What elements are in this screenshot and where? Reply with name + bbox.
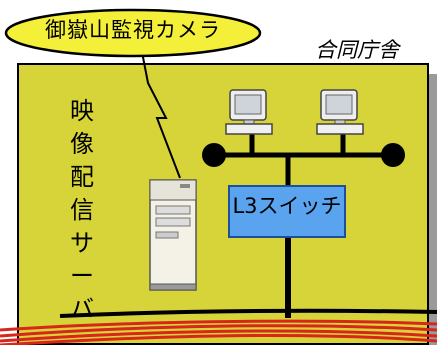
network-node-icon bbox=[381, 143, 405, 167]
camera-label: 御嶽山監視カメラ bbox=[45, 18, 221, 42]
network-node-icon bbox=[202, 143, 226, 167]
cable-red bbox=[0, 329, 437, 343]
lightning-link-icon bbox=[141, 51, 181, 179]
cable-red bbox=[0, 333, 437, 345]
desktop-pc-icon bbox=[225, 89, 273, 135]
building-room bbox=[17, 63, 429, 345]
switch-label: L3スイッチ bbox=[232, 194, 342, 218]
camera-callout bbox=[4, 8, 262, 58]
server-tower-icon bbox=[149, 179, 197, 291]
server-label: 映像配信サーバ bbox=[70, 97, 94, 323]
building-label: 合同庁舎 bbox=[315, 38, 399, 62]
desktop-pc-icon bbox=[316, 89, 364, 135]
cable-red bbox=[0, 324, 437, 338]
cable-black bbox=[59, 308, 437, 318]
cable-red bbox=[0, 319, 437, 332]
l3-switch bbox=[228, 185, 346, 238]
